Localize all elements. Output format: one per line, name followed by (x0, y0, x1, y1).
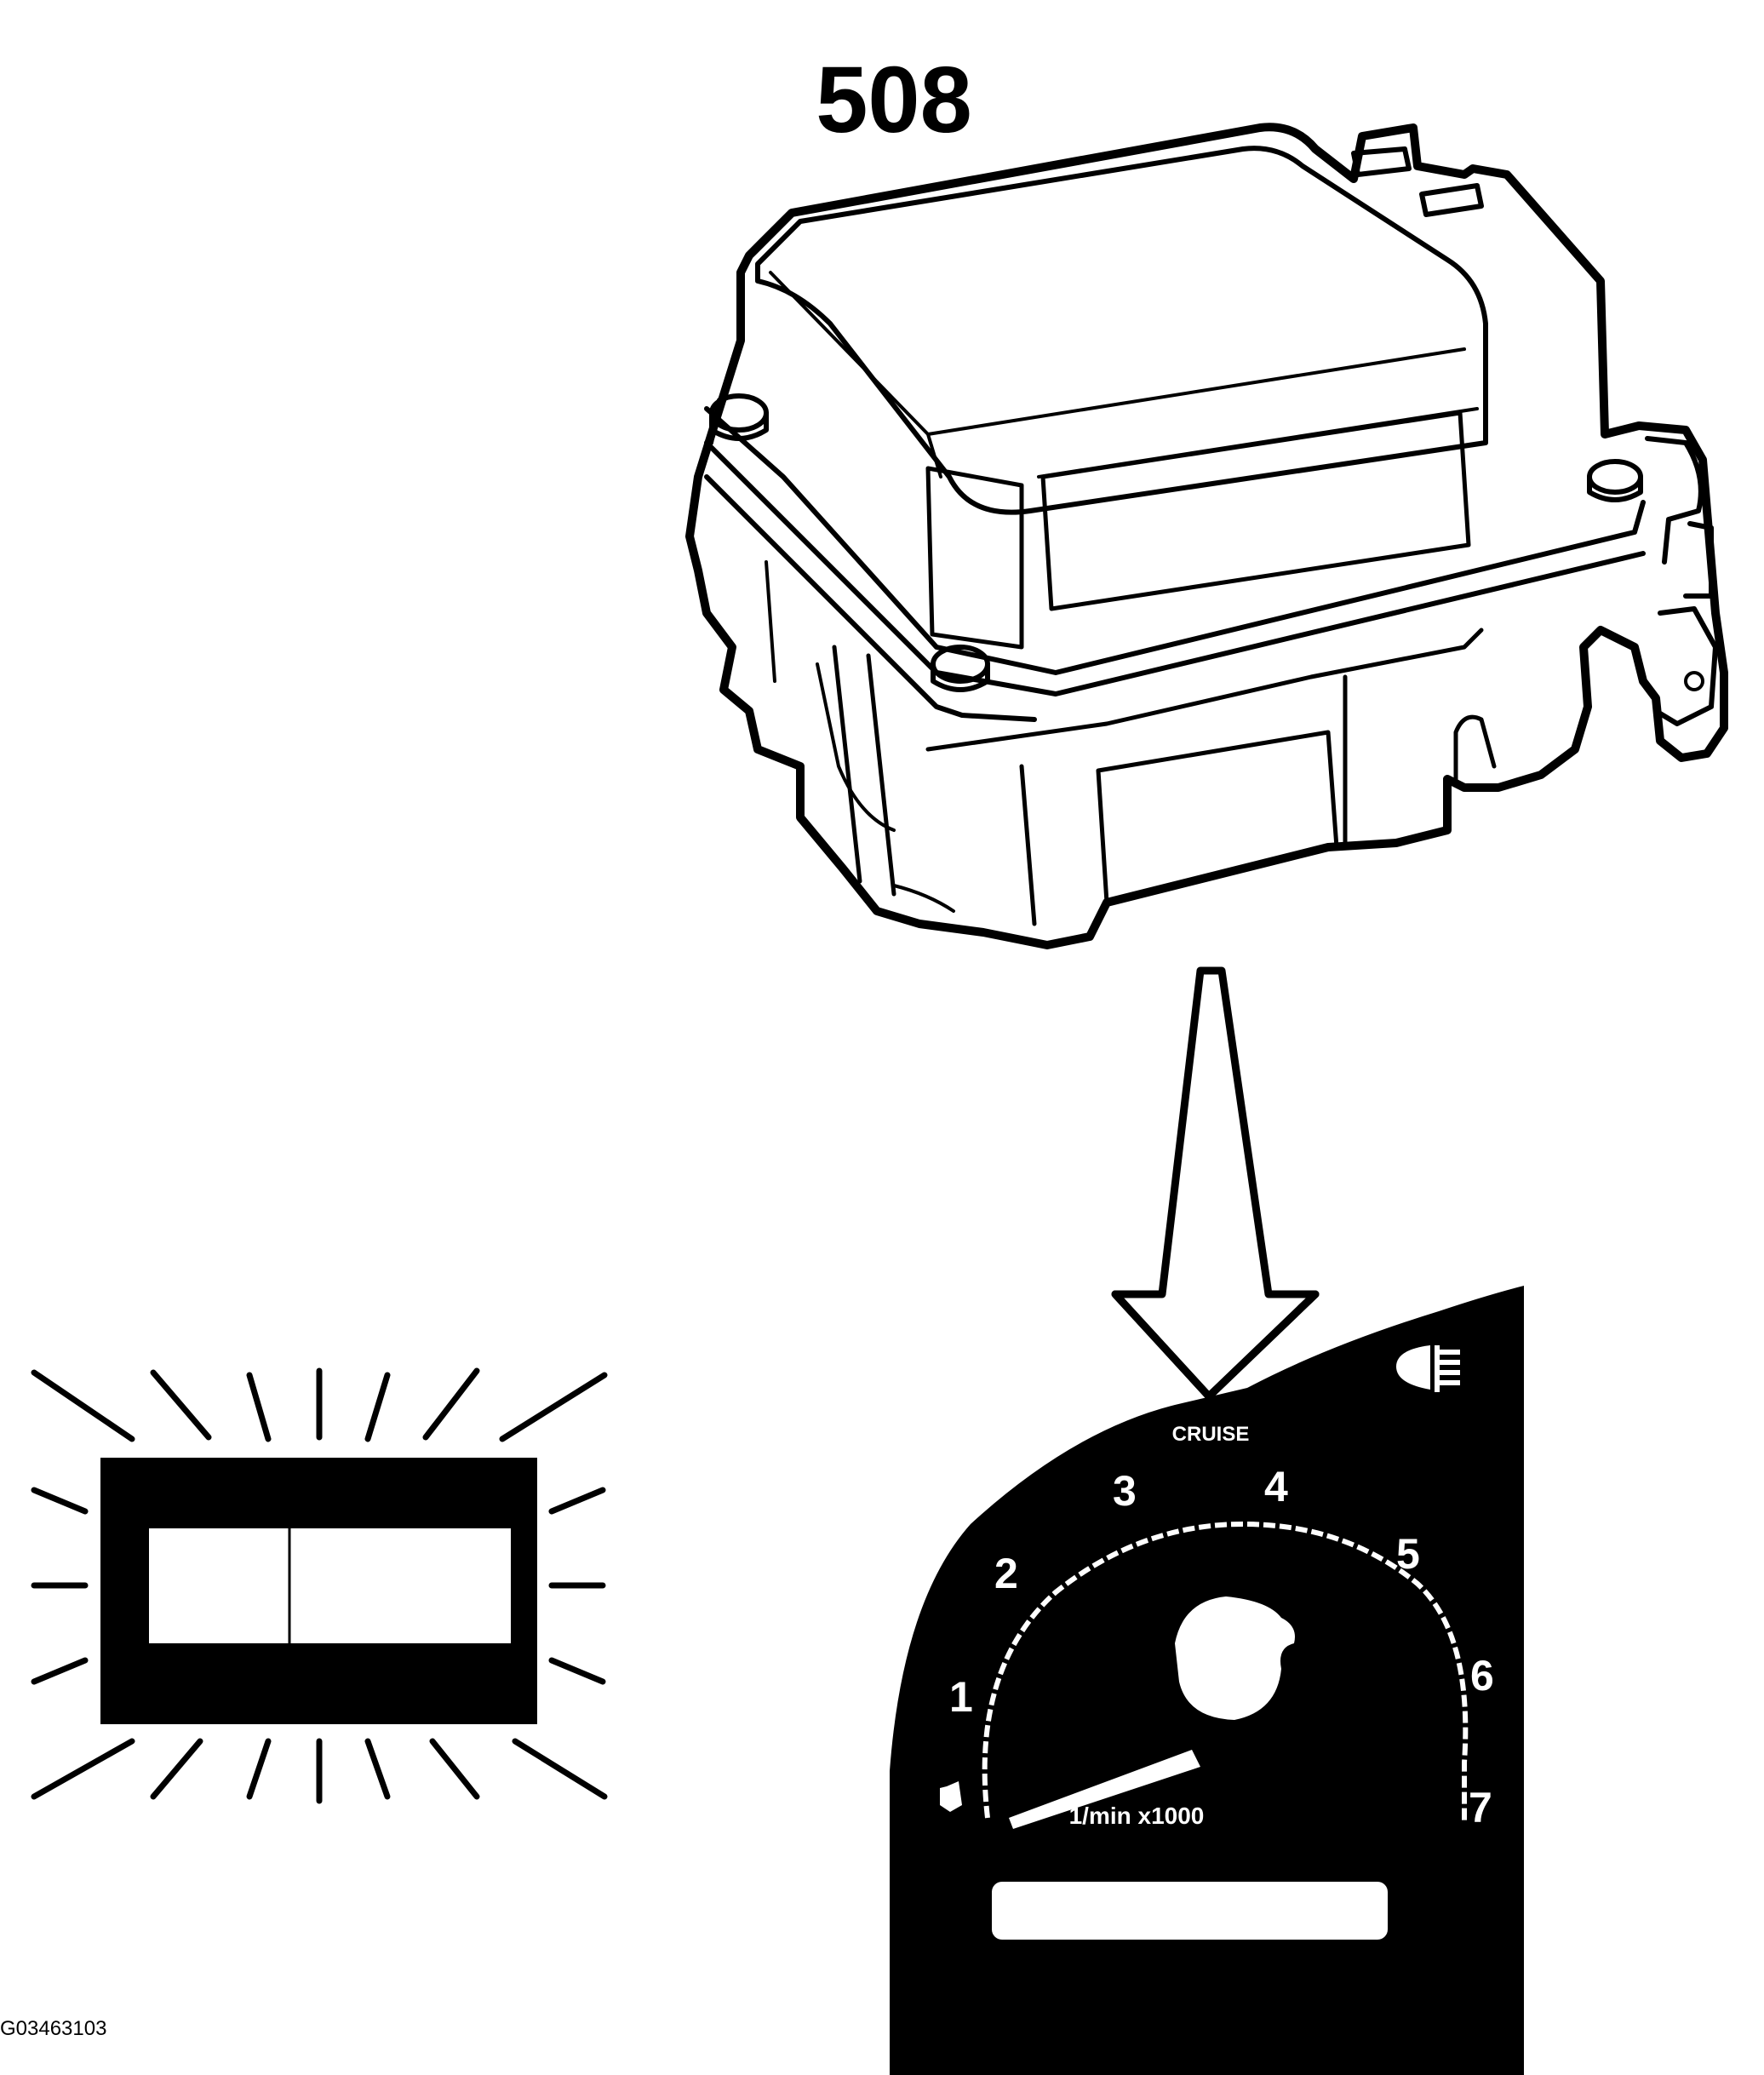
figure-code: G03463103 (0, 2017, 106, 2040)
tach-number-2: 2 (994, 1550, 1018, 1597)
component-number-label: 508 (816, 48, 972, 152)
tach-number-1: 1 (949, 1673, 973, 1721)
instrument-cluster: CRUISE 1 2 3 4 5 6 7 1/min x1000 (890, 1286, 1524, 2075)
rear-fog-lamp-icon (1396, 1345, 1460, 1392)
tachometer-scale-arc (982, 1521, 1469, 1822)
needle-hub (1175, 1596, 1295, 1720)
tachometer-needle (1009, 1750, 1200, 1829)
tachometer-unit-label: 1/min x1000 (1069, 1803, 1205, 1829)
message-display-window (992, 1882, 1388, 1940)
tach-number-3: 3 (1113, 1467, 1137, 1515)
cruise-indicator-label: CRUISE (1172, 1423, 1250, 1446)
control-module-icon (685, 123, 1728, 949)
tach-number-4: 4 (1264, 1463, 1288, 1510)
tach-number-6: 6 (1470, 1652, 1494, 1700)
tach-zero-marker (940, 1781, 962, 1812)
tach-number-5: 5 (1396, 1530, 1420, 1578)
tach-number-7: 7 (1469, 1784, 1492, 1831)
flashing-warning-lamp-icon (31, 1367, 608, 1804)
lamp-rays (31, 1367, 608, 1804)
